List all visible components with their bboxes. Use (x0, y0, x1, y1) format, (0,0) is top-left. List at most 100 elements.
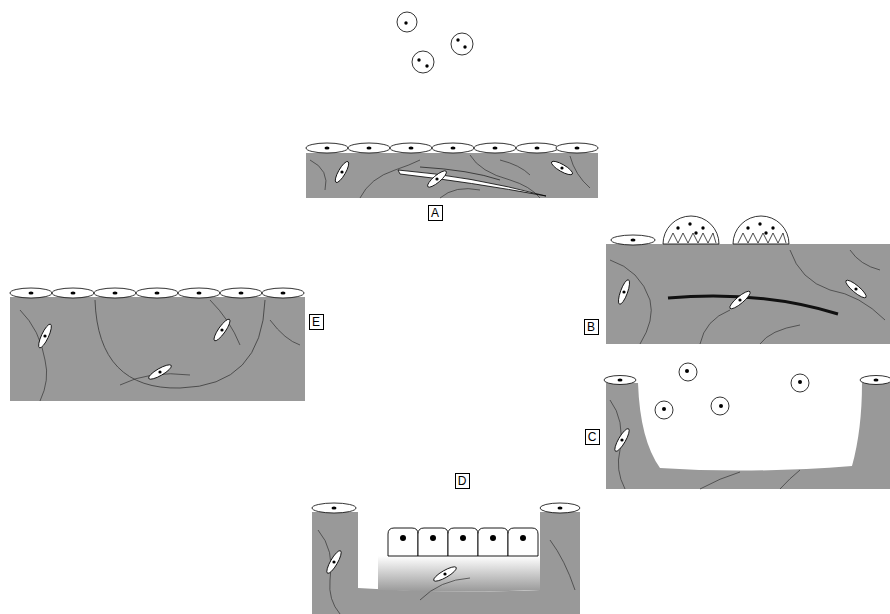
fibroblast (36, 323, 53, 350)
platelet-cells (463, 45, 466, 48)
panel-c-wound (874, 379, 879, 382)
blood-clot (676, 222, 774, 234)
panel-d-wound (558, 507, 563, 510)
panel-b-tissue (606, 235, 890, 344)
fibroblast (844, 278, 868, 300)
panel-letter: A (431, 207, 439, 219)
panel-d-wound (378, 556, 540, 592)
epithelial-cells (400, 535, 526, 541)
panel-d-wound (443, 572, 446, 575)
epithelium-cells (220, 288, 262, 298)
panel-e-scar (10, 297, 305, 401)
panel-e-scar (20, 310, 47, 401)
panel-a-tissue (310, 155, 590, 198)
platelet-cells (451, 33, 473, 55)
epithelium-cells (113, 292, 118, 295)
epithelium-cells (281, 292, 286, 295)
blood-clot (733, 216, 789, 244)
panel-e-scar (10, 297, 305, 401)
panel-b-tissue (610, 260, 651, 344)
panel-d-wound (312, 512, 580, 614)
epithelium-cells (325, 147, 330, 150)
fibroblast (220, 328, 223, 331)
panel-d-wound (324, 549, 343, 575)
fibroblast (340, 170, 343, 173)
epithelium-cells (136, 288, 178, 298)
fibroblast (212, 317, 233, 342)
panel-d-wound (332, 560, 335, 563)
epithelium-cells (516, 143, 558, 153)
fibroblast (333, 159, 574, 189)
panel-a-tissue (398, 170, 546, 196)
blood-clot (738, 233, 786, 243)
fibroblast (147, 362, 173, 381)
epithelium-cells (390, 143, 432, 153)
fibroblast (854, 287, 857, 290)
inflammatory-cells (719, 404, 723, 408)
fibroblast (36, 317, 232, 381)
fibroblast (426, 169, 449, 190)
panel-b-tissue (611, 235, 655, 245)
panel-letter: D (458, 475, 467, 487)
epithelium-cells (493, 147, 498, 150)
inflammatory-cells (662, 369, 802, 411)
fibroblast (728, 289, 752, 311)
platelet-cells (417, 58, 420, 61)
panel-label-box: E (309, 314, 324, 330)
platelet-cells (397, 12, 473, 73)
panel-label-box: B (584, 319, 599, 335)
inflammatory-cells (679, 363, 697, 381)
panel-e-scar (95, 300, 265, 388)
fibroblast (43, 334, 46, 337)
blood-clot (746, 226, 749, 229)
panel-c-wound (618, 379, 623, 382)
panel-c-wound (606, 383, 890, 489)
inflammatory-cells (662, 407, 666, 411)
epithelial-cells (448, 528, 478, 556)
epithelial-cells (388, 528, 538, 556)
platelet-cells (397, 12, 473, 73)
panel-c-wound (860, 376, 890, 385)
panel-e-scar (210, 300, 240, 345)
epithelium-cells (306, 143, 348, 153)
blood-clot (688, 222, 691, 225)
epithelium-cells (535, 147, 540, 150)
inflammatory-cells (685, 369, 689, 373)
blood-clot (694, 231, 697, 234)
panel-d-wound (420, 578, 470, 600)
panel-b-tissue (790, 250, 885, 320)
platelet-cells (456, 38, 459, 41)
panel-c-wound (612, 427, 631, 453)
platelet-cells (404, 21, 466, 67)
epithelium-cells (29, 292, 286, 295)
fibroblast (738, 298, 741, 301)
platelet-cells (397, 12, 417, 32)
panel-a-tissue (420, 167, 500, 180)
panel-c-wound (620, 438, 623, 441)
epithelium-cells (52, 288, 94, 298)
panel-b-tissue (760, 325, 800, 344)
panel-b-tissue (606, 244, 890, 344)
platelet-cells (412, 51, 434, 73)
fibroblast (36, 317, 232, 381)
epithelium-cells (29, 292, 34, 295)
epithelial-cells (388, 528, 418, 556)
epithelium-cells (155, 292, 160, 295)
inflammatory-cells (711, 397, 729, 415)
epithelial-cells (400, 535, 406, 541)
epithelial-cells (460, 535, 466, 541)
panel-b-tissue (668, 296, 838, 314)
epithelium-cells (451, 147, 456, 150)
epithelium-cells (10, 288, 304, 298)
blood-clot (668, 233, 716, 243)
blood-clot (758, 222, 761, 225)
panel-a-tissue (360, 160, 420, 198)
panel-c-wound (604, 376, 636, 385)
epithelial-cells (418, 528, 448, 556)
epithelium-cells (94, 288, 136, 298)
fibroblast (550, 159, 574, 177)
fibroblast (158, 370, 161, 373)
epithelium-cells (325, 147, 580, 150)
panel-a-tissue (306, 153, 598, 198)
